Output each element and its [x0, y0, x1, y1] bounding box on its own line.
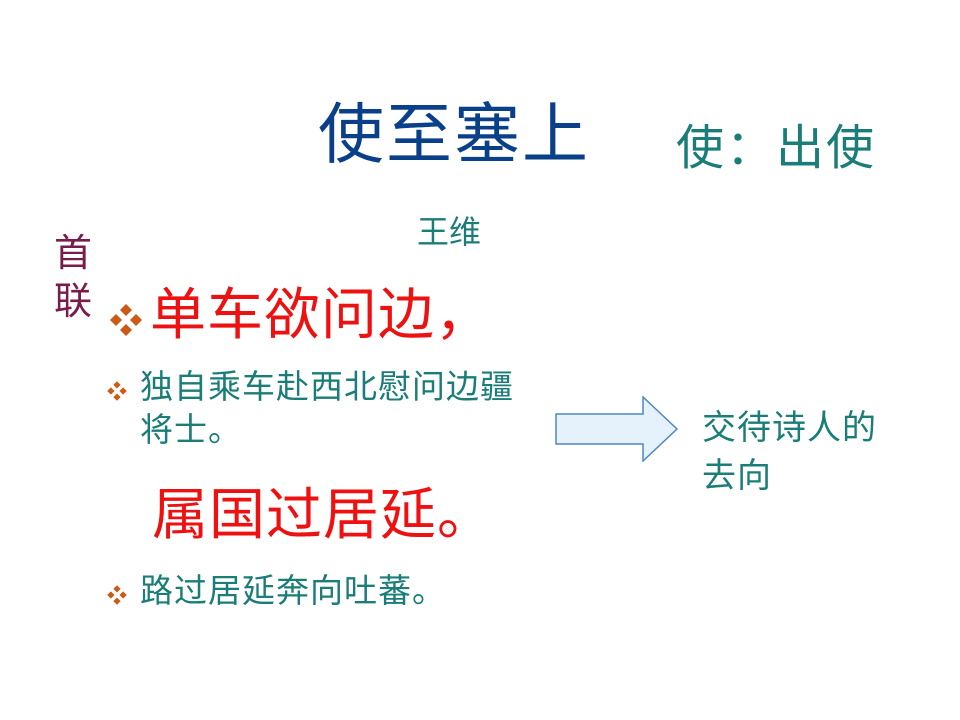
section-label: 首联	[54, 231, 93, 323]
four-diamond-bullet-icon	[106, 584, 128, 606]
explanation-line-1: 独自乘车赴西北慰问边疆将士。	[140, 367, 514, 449]
title-annotation: 使：出使	[676, 120, 877, 176]
poem-line-1: 单车欲问边，	[150, 283, 492, 348]
four-diamond-bullet-icon	[106, 380, 128, 402]
side-note: 交待诗人的去向	[702, 408, 877, 497]
poem-line-2: 属国过居延。	[152, 483, 494, 548]
explanation-line-2: 路过居延奔向吐蕃。	[140, 571, 446, 610]
slide-title: 使至塞上	[318, 96, 590, 173]
four-diamond-bullet-icon	[108, 302, 144, 338]
poem-author: 王维	[417, 213, 482, 251]
right-arrow-icon	[555, 396, 679, 462]
